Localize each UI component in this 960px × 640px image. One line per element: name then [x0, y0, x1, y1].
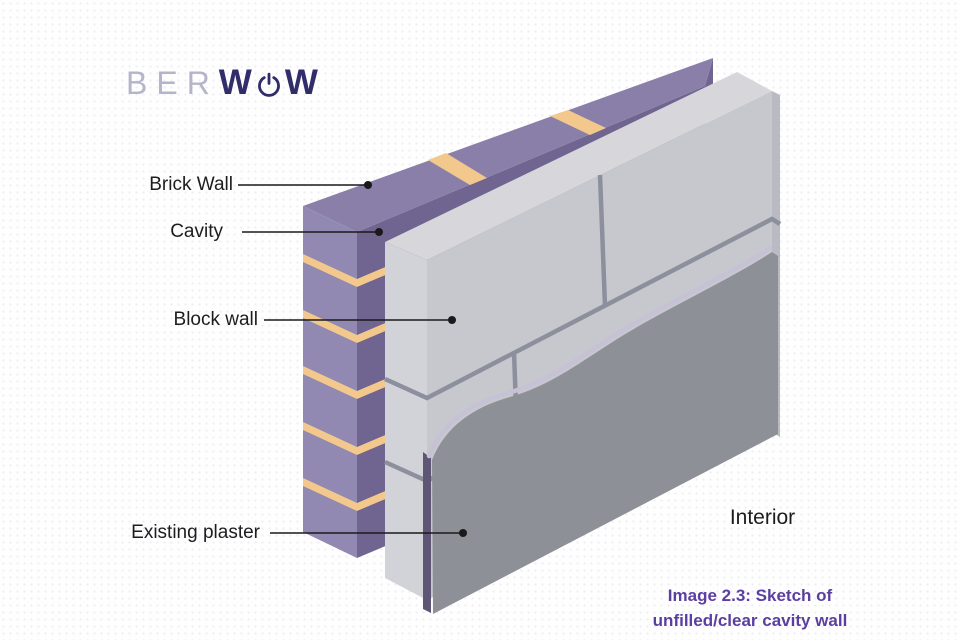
plaster-face [432, 252, 778, 614]
block-wall-top-face [385, 72, 772, 260]
logo-text-w2: W [284, 63, 319, 102]
label-existing-plaster: Existing plaster [131, 522, 260, 543]
brick-mortar-top-strips [428, 110, 606, 185]
figure-caption: Image 2.3: Sketch of unfilled/clear cavi… [585, 583, 915, 633]
figure-caption-line2: unfilled/clear cavity wall [652, 611, 848, 630]
brick-mortar-chevrons-right [357, 265, 390, 511]
label-cavity: Cavity [170, 221, 223, 242]
label-interior: Interior [729, 506, 796, 529]
brick-wall-top-face [303, 58, 713, 232]
leader-dot-cavity [375, 228, 383, 236]
logo-text-ber: BER [126, 64, 219, 101]
label-brick-wall: Brick Wall [149, 174, 233, 195]
leader-dot-block-wall [448, 316, 456, 324]
power-icon [257, 72, 280, 97]
logo-text-w1: W [218, 63, 253, 102]
plaster-torn-edge-highlight [426, 245, 773, 459]
leader-dot-existing-plaster [459, 529, 467, 537]
berwow-logo: BER W W [126, 60, 319, 106]
block-wall-end-face [385, 242, 427, 600]
figure-caption-line1: Image 2.3: Sketch of [667, 586, 833, 605]
leader-lines [238, 181, 467, 537]
leader-dot-brick-wall [364, 181, 372, 189]
label-block-wall: Block wall [173, 309, 258, 330]
brick-mortar-chevrons-left [303, 254, 357, 511]
